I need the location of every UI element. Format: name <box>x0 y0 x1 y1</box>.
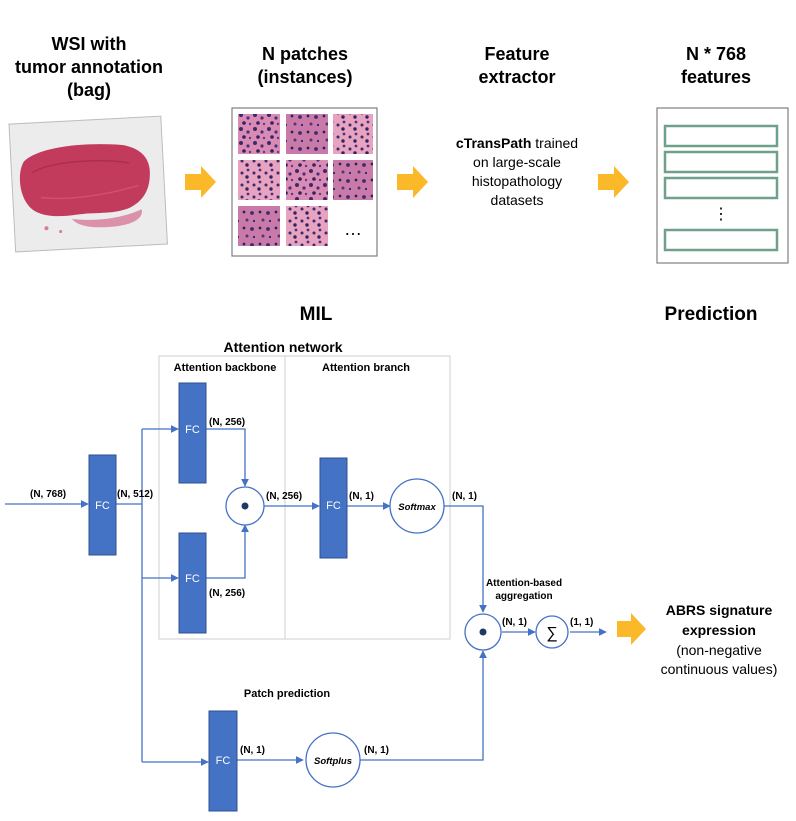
features-title-line2: features <box>681 67 751 87</box>
branch-fc-label: FC <box>326 500 341 512</box>
aggregation-label-line1: Attention-based <box>486 578 562 589</box>
dim-fc1-out: (N, 512) <box>117 489 153 500</box>
fc1-label: FC <box>95 500 110 512</box>
patch-4 <box>238 160 280 200</box>
sum-label: ∑ <box>546 625 557 642</box>
extractor-description-line4: datasets <box>491 192 544 208</box>
dim-sum-out: (1, 1) <box>570 617 593 628</box>
dimension-labels: (N, 768) (N, 512) (N, 256) (N, 256) (N, … <box>30 417 593 756</box>
patch-6 <box>333 160 373 200</box>
orange-arrow-2 <box>397 166 428 198</box>
prediction-title: Prediction <box>665 304 758 325</box>
attention-network-box <box>158 355 451 640</box>
extractor-description-line2: on large-scale <box>473 154 561 170</box>
extractor-title-line1: Feature <box>484 44 549 64</box>
feature-row-n <box>663 228 779 252</box>
wsi-title-line3: (bag) <box>67 80 111 100</box>
softmax-to-agg-edge <box>444 505 487 613</box>
aggregation-dot-mark <box>479 628 487 636</box>
features-panel: ⋮ <box>656 107 789 264</box>
attention-branch-title: Attention branch <box>322 362 410 374</box>
bb-top-to-dot-edge <box>206 428 249 487</box>
softplus-to-agg-edge <box>360 650 487 761</box>
patches-title-line1: N patches <box>262 44 348 64</box>
dim-bb-top: (N, 256) <box>209 417 245 428</box>
features-ellipsis: ⋮ <box>713 206 729 223</box>
patch-prediction-label: Patch prediction <box>244 688 330 700</box>
dim-bb-bottom: (N, 256) <box>209 588 245 599</box>
orange-arrow-output <box>617 613 646 645</box>
extractor-description-line3: histopathology <box>472 173 562 189</box>
features-title-line1: N * 768 <box>686 44 746 64</box>
dim-gated: (N, 256) <box>266 491 302 502</box>
extractor-title-line2: extractor <box>478 67 555 87</box>
mil-title: MIL <box>300 304 333 325</box>
branch-fc-block <box>319 457 348 559</box>
attention-network-title: Attention network <box>224 339 343 355</box>
softmax-label: Softmax <box>398 502 436 513</box>
feature-row-3 <box>663 176 779 200</box>
output-sub-line1: (non-negative <box>676 642 762 658</box>
gating-dot-mark <box>241 502 249 510</box>
patches-ellipsis: … <box>344 219 362 239</box>
output-title-line1: ABRS signature <box>666 602 773 618</box>
patch-3 <box>333 114 373 154</box>
fc1-block <box>88 454 117 556</box>
bb-top-fc-label: FC <box>185 424 200 436</box>
patch-1 <box>238 114 280 154</box>
bb-bottom-to-dot-edge <box>206 524 249 579</box>
patch-5 <box>286 160 328 200</box>
wsi-slide-image <box>8 115 168 253</box>
output-title-line2: expression <box>682 622 756 638</box>
patch-2 <box>286 114 328 154</box>
bb-bottom-fc-block <box>178 532 207 634</box>
nodes: FC FC FC FC Softmax ∑ FC Softplus <box>88 382 569 812</box>
feature-row-1 <box>663 124 779 148</box>
dim-branch-fc: (N, 1) <box>349 491 374 502</box>
top-row: WSI with tumor annotation (bag) N patche… <box>8 34 789 264</box>
dim-input: (N, 768) <box>30 489 66 500</box>
patch-fc-label: FC <box>216 755 231 767</box>
dim-softplus-out: (N, 1) <box>364 745 389 756</box>
orange-arrow-3 <box>598 166 629 198</box>
patches-panel: … <box>231 107 378 257</box>
output-sub-line2: continuous values) <box>661 661 778 677</box>
sum-node <box>535 615 569 649</box>
dim-patch-fc: (N, 1) <box>240 745 265 756</box>
dim-softmax-out: (N, 1) <box>452 491 477 502</box>
softplus-label: Softplus <box>314 756 352 767</box>
patch-7 <box>238 206 280 246</box>
wsi-title-line1: WSI with <box>52 34 127 54</box>
bb-bottom-fc-label: FC <box>185 573 200 585</box>
softmax-node <box>389 478 445 534</box>
orange-arrow-1 <box>185 166 216 198</box>
attention-backbone-title: Attention backbone <box>174 362 277 374</box>
dim-agg-in: (N, 1) <box>502 617 527 628</box>
feature-row-2 <box>663 150 779 174</box>
aggregation-label-line2: aggregation <box>495 591 552 602</box>
wsi-title-line2: tumor annotation <box>15 57 163 77</box>
softplus-node <box>305 732 361 788</box>
patch-8 <box>286 206 328 246</box>
extractor-description-line1: cTransPath trained <box>456 135 578 151</box>
patches-title-line2: (instances) <box>257 67 352 87</box>
connections <box>5 425 607 766</box>
bb-top-fc-block <box>178 382 207 484</box>
patch-fc-block <box>208 710 238 812</box>
